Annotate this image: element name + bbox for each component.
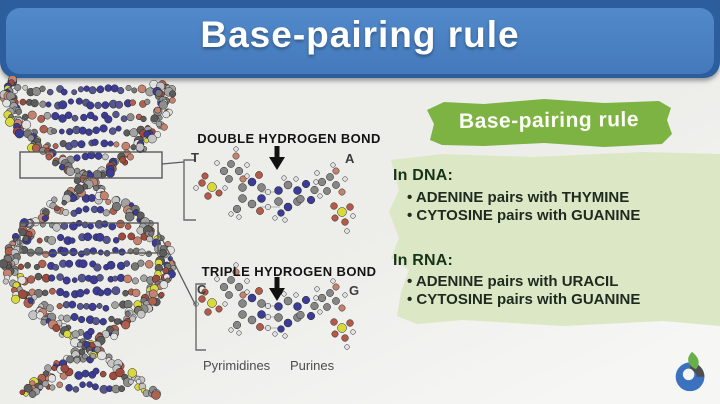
down-arrow-icon — [269, 146, 285, 170]
rule-badge: Base-pairing rule — [424, 96, 674, 150]
logo-leaf-icon — [688, 351, 699, 370]
base-letter-g: G — [349, 283, 360, 298]
highlight-box-top — [19, 151, 163, 179]
cytosine-guanine-pair-model — [193, 262, 356, 350]
base-letter-c: C — [197, 282, 207, 297]
rule-badge-label: Base-pairing rule — [458, 108, 640, 133]
logo-hole — [682, 368, 695, 381]
rna-bullet-adenine: ADENINE pairs with URACIL — [407, 273, 640, 291]
down-arrow-icon — [269, 277, 285, 301]
dna-bullet-adenine: ADENINE pairs with THYMINE — [407, 189, 640, 207]
bracket-cytosine — [195, 283, 206, 351]
double-hydrogen-bond-label: DOUBLE HYDROGEN BOND — [197, 131, 381, 146]
header-banner-inner — [6, 8, 714, 74]
dna-helix-base-rungs — [17, 84, 155, 394]
purines-label: Purines — [290, 358, 335, 373]
base-letter-a: A — [345, 151, 355, 166]
badge-brush-shape — [427, 99, 672, 147]
pointer-line-top — [161, 161, 185, 165]
triple-hydrogen-bond-label: TRIPLE HYDROGEN BOND — [201, 264, 377, 279]
dna-helix-strands — [0, 76, 177, 400]
bracket-thymine — [183, 159, 196, 221]
biology-online-logo — [675, 351, 705, 392]
rna-section-heading: In RNA: — [393, 252, 454, 269]
header-banner: Base-pairing rule — [0, 0, 720, 78]
pointer-line-bottom — [157, 230, 197, 307]
dna-bullet-list: ADENINE pairs with THYMINE CYTOSINE pair… — [407, 189, 640, 225]
thymine-adenine-pair-model — [193, 146, 356, 234]
dna-bullet-cytosine: CYTOSINE pairs with GUANINE — [407, 207, 640, 225]
rna-bullet-cytosine: CYTOSINE pairs with GUANINE — [407, 291, 640, 309]
rna-bullet-list: ADENINE pairs with URACIL CYTOSINE pairs… — [407, 273, 640, 309]
pyrimidines-label: Pyrimidines — [203, 358, 271, 373]
dna-section-heading: In DNA: — [393, 167, 454, 184]
base-letter-t: T — [191, 150, 199, 165]
highlight-box-bottom — [19, 222, 159, 254]
page-title: Base-pairing rule — [200, 14, 520, 55]
molecular-diagram-art — [0, 76, 356, 400]
